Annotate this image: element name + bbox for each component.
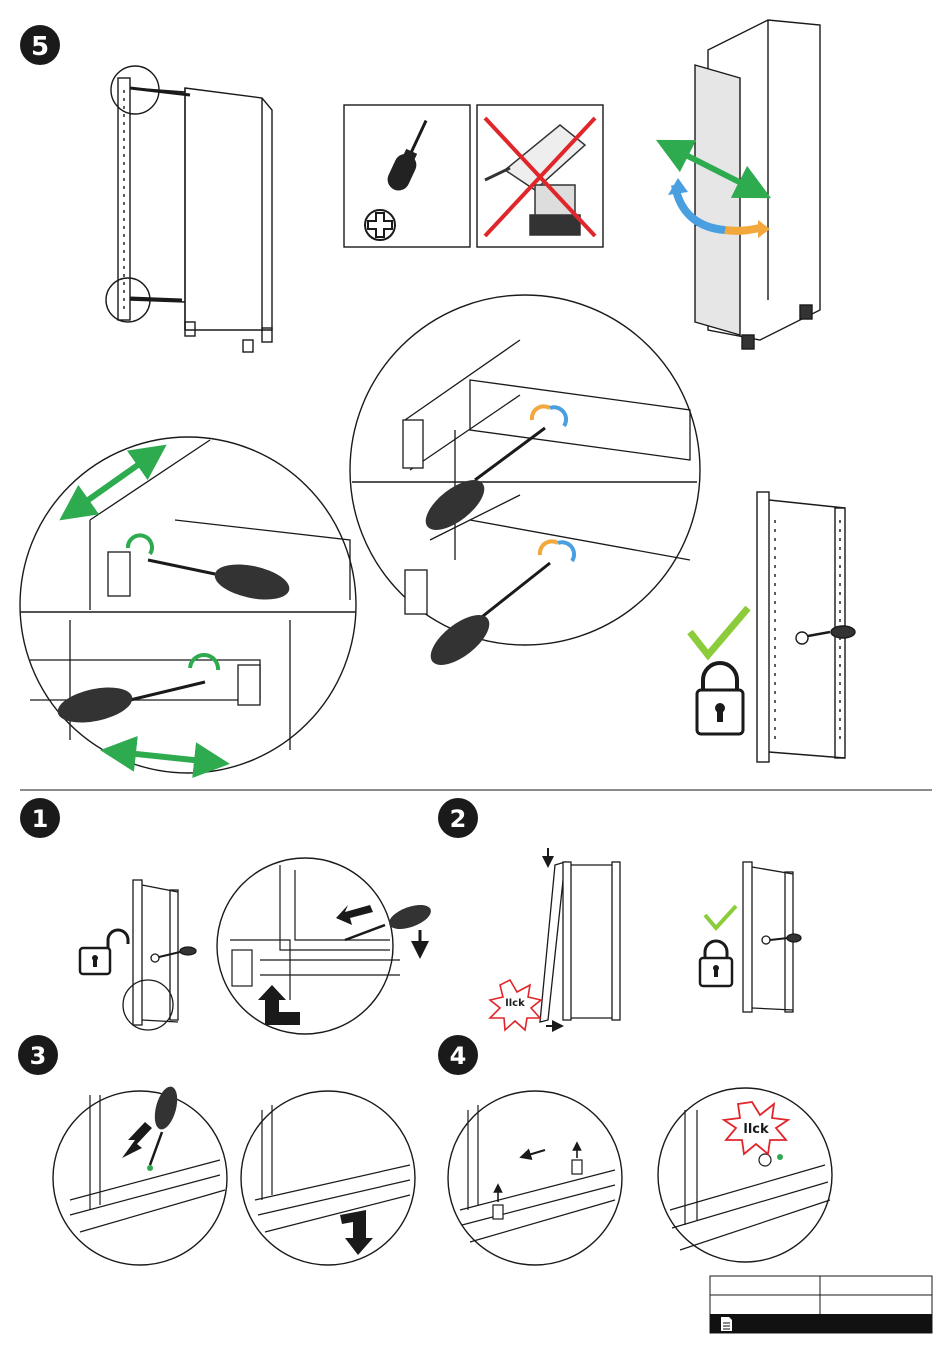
- padlock-open-icon: [80, 930, 128, 974]
- step-1-number: 1: [32, 805, 49, 833]
- click-sound-label: llck: [505, 998, 525, 1009]
- detail-circle-front-adjust: [20, 437, 356, 773]
- detail-circle-step3-a: [53, 1084, 227, 1265]
- detail-circle-rear-adjust: [350, 295, 700, 674]
- cabinet-frame-illustration: [106, 66, 272, 352]
- footer-info-table: [710, 1276, 932, 1333]
- step-4-badge: 4: [438, 1035, 478, 1075]
- checkmark-icon: [705, 906, 736, 928]
- locked-frame-illustration: [757, 492, 855, 762]
- step-5-number: 5: [31, 32, 49, 62]
- step-3-badge: 3: [18, 1035, 58, 1075]
- detail-circle-step4-a: [448, 1091, 622, 1265]
- step-2-number: 2: [450, 805, 467, 833]
- step-5-badge: 5: [20, 25, 60, 65]
- screwdriver-tool-panel: [344, 105, 470, 247]
- document-icon: [721, 1317, 732, 1331]
- detail-circle-release: [217, 858, 434, 1034]
- phillips-head-icon: [365, 210, 395, 240]
- step-4-number: 4: [450, 1042, 467, 1070]
- drill-forbidden-panel: [477, 105, 603, 247]
- click-sound-label: llck: [743, 1122, 769, 1137]
- fridge-door-illustration: [695, 20, 820, 349]
- unlocked-frame-illustration: [123, 880, 196, 1030]
- padlock-closed-icon: [697, 663, 743, 734]
- detail-circle-step4-b: llck: [658, 1088, 832, 1262]
- step-3-number: 3: [30, 1042, 47, 1070]
- detail-circle-step3-b: [241, 1091, 415, 1265]
- click-burst-icon: llck: [490, 980, 541, 1030]
- locked-frame-small-illustration: [743, 862, 801, 1012]
- checkmark-icon: [690, 608, 748, 655]
- step-1-badge: 1: [20, 798, 60, 838]
- step-2-badge: 2: [438, 798, 478, 838]
- tilting-frame-illustration: [540, 848, 620, 1026]
- padlock-closed-icon: [700, 941, 732, 986]
